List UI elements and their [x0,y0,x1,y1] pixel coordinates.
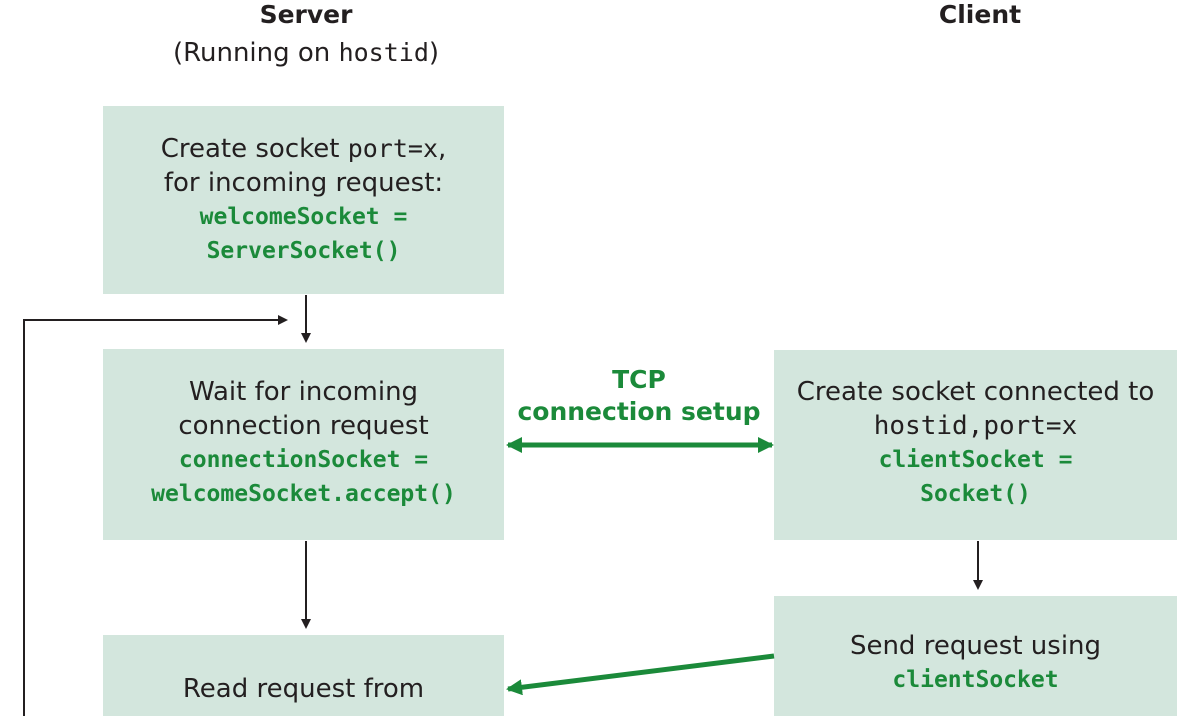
create-socket-line: Create socket port=x, [161,132,447,166]
socket-call-code: Socket() [920,481,1031,507]
send-request-box: Send request using clientSocket [774,596,1177,716]
welcome-socket-code: welcomeSocket = [199,204,408,230]
subheading-prefix: (Running on [172,38,339,68]
port-code: port=x [347,134,439,163]
hostid-port-code: hostid,port=x [873,411,1078,441]
send-client-socket-code: clientSocket [892,667,1059,693]
wait-connection-box: Wait for incoming connection request con… [103,349,504,540]
tcp-connection-label: TCP connection setup [510,364,768,428]
subheading-suffix: ) [428,38,440,68]
create-socket-comma: , [438,134,447,164]
client-create-line: Create socket connected to [796,377,1155,407]
create-welcome-socket-box: Create socket port=x, for incoming reque… [103,106,504,294]
hostid-code: hostid [338,38,429,67]
client-heading: Client [938,0,1022,29]
server-heading: Server [259,0,353,29]
send-request-arrow [506,653,775,696]
tcp-label-line1: TCP [612,365,666,394]
create-client-socket-box: Create socket connected to hostid,port=x… [774,350,1177,540]
connection-socket-code: connectionSocket = [178,447,429,473]
read-request-line: Read request from [182,674,425,704]
server-socket-code: ServerSocket() [206,238,401,264]
server-subheading: (Running on hostid) [126,38,486,68]
client-socket-code: clientSocket = [878,447,1073,473]
wait-line-1: Wait for incoming [188,377,419,407]
tcp-label-line2: connection setup [517,397,761,426]
send-request-line: Send request using [849,631,1102,661]
loop-back-arrow [23,315,288,716]
create-socket-text: Create socket [160,134,348,164]
wait-line-2: connection request [178,411,429,441]
read-request-box: Read request from [103,635,504,716]
accept-call-code: welcomeSocket.accept() [151,481,456,507]
incoming-request-line: for incoming request: [163,168,444,198]
